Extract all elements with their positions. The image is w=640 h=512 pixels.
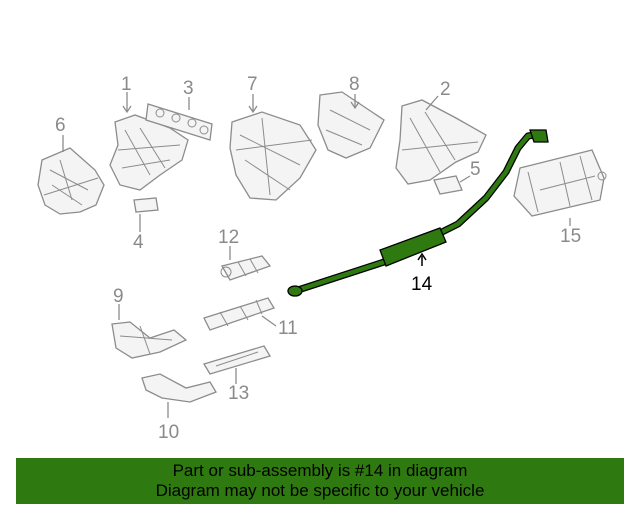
part-5-bracket	[433, 175, 463, 195]
part-7-heat-shield	[229, 111, 317, 201]
banner-line-1: Part or sub-assembly is #14 in diagram	[172, 461, 468, 480]
part-6-heat-shield	[37, 147, 105, 215]
part-info-banner: Part or sub-assembly is #14 in diagram D…	[16, 458, 624, 504]
part-8-cover	[317, 91, 385, 159]
callout-15: 15	[560, 226, 581, 247]
callout-10: 10	[158, 422, 179, 443]
callout-9: 9	[113, 286, 124, 307]
callout-14: 14	[411, 274, 433, 295]
callout-5: 5	[470, 159, 481, 180]
part-4-bracket	[133, 197, 159, 213]
part-9-front-pipe	[111, 321, 188, 359]
callout-2: 2	[440, 79, 451, 100]
callout-11: 11	[278, 318, 298, 339]
part-11-converter	[203, 297, 275, 331]
callout-1: 1	[121, 74, 132, 95]
banner-line-2: Diagram may not be specific to your vehi…	[155, 481, 485, 500]
part-13-shield	[203, 345, 271, 375]
callout-6: 6	[55, 115, 66, 136]
callout-13: 13	[228, 383, 249, 404]
part-15-canister	[513, 149, 607, 217]
part-10-front-pipe	[141, 373, 217, 403]
callout-12: 12	[218, 227, 239, 248]
callout-3: 3	[183, 78, 194, 99]
callout-8: 8	[349, 74, 360, 95]
callout-7: 7	[247, 74, 258, 95]
part-12-sensor	[220, 255, 272, 281]
part-3-gasket	[145, 103, 213, 141]
part-14-exhaust-pipe	[287, 129, 549, 297]
part-2-exhaust-manifold	[395, 99, 487, 185]
callout-4: 4	[133, 232, 144, 253]
